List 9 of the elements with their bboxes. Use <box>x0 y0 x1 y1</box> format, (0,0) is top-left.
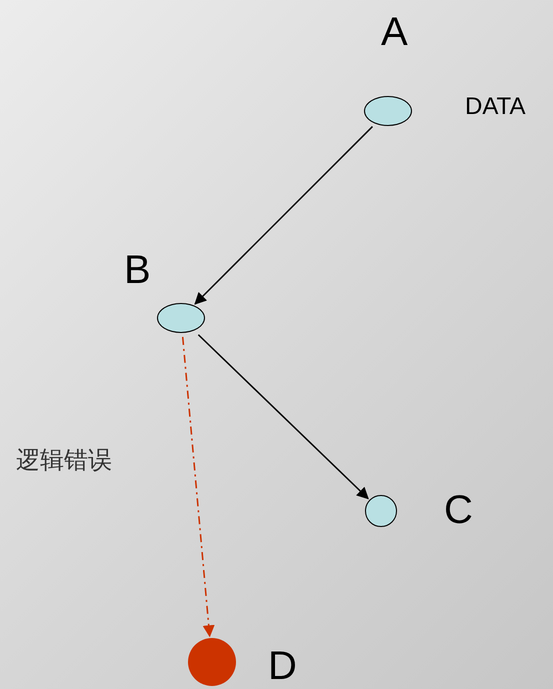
edge-label: 逻辑错误 <box>16 446 112 474</box>
node-label: B <box>124 248 151 292</box>
node-label: A <box>381 10 408 54</box>
node-label: C <box>444 488 473 532</box>
arrow <box>198 334 369 500</box>
node-label: D <box>268 644 297 688</box>
arrow <box>194 126 373 305</box>
dashed-arrow <box>182 336 215 638</box>
side-label: DATA <box>465 93 526 121</box>
